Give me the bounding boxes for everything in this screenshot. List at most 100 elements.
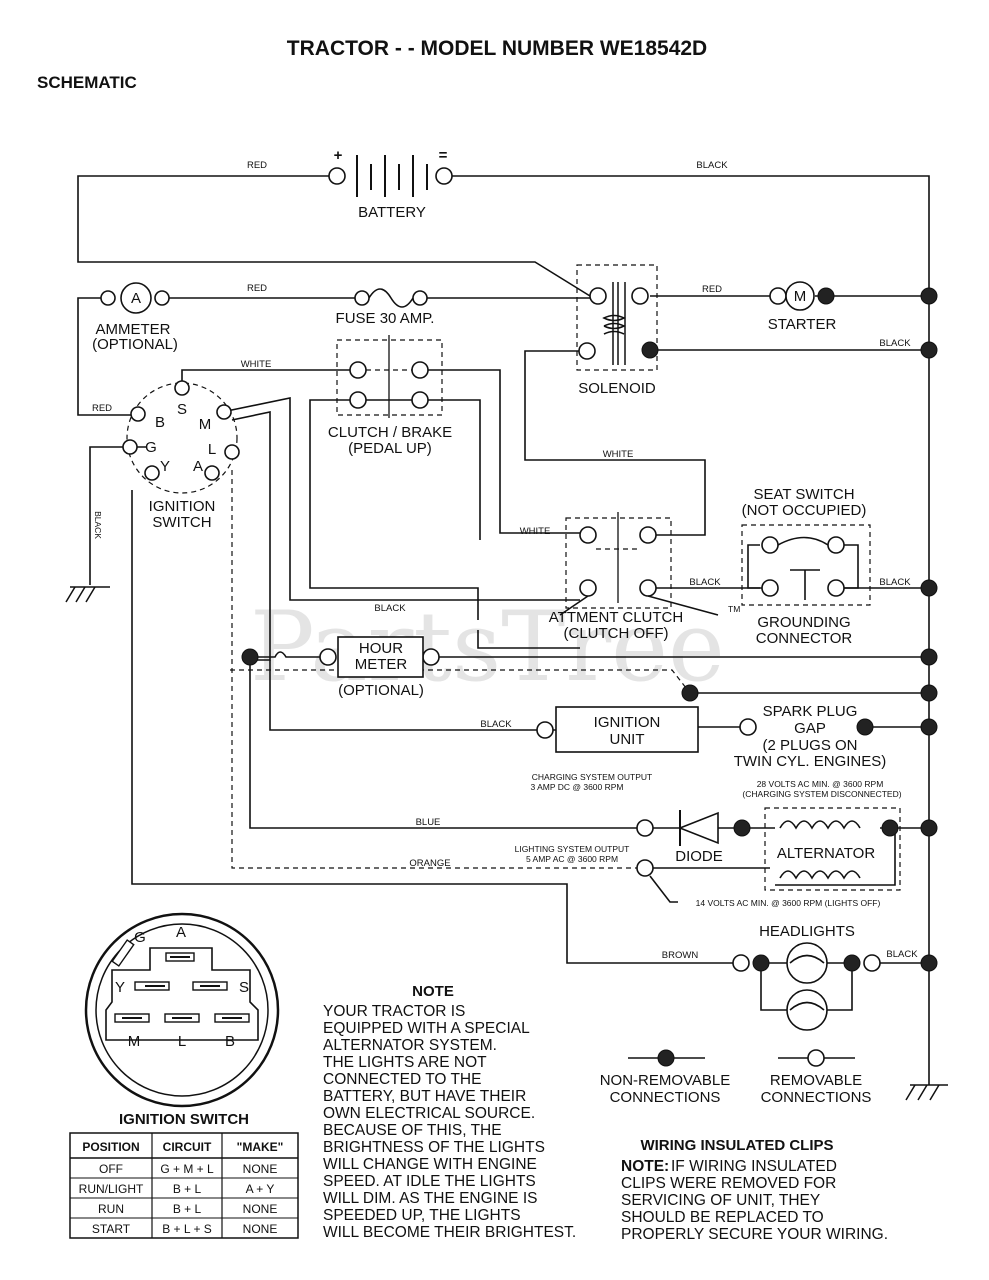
connections-legend: NON-REMOVABLE CONNECTIONS REMOVABLE CONN… bbox=[600, 1049, 872, 1106]
battery-label: BATTERY bbox=[358, 204, 426, 221]
wire-label-black-seat: BLACK bbox=[689, 577, 721, 588]
wire-label-white-switch: WHITE bbox=[241, 359, 272, 370]
watermark: PartsTree bbox=[250, 591, 725, 703]
note-line: OWN ELECTRICAL SOURCE. bbox=[323, 1105, 535, 1122]
ignition-switch-detail: G A Y S M L B IGNITION SWITCH bbox=[84, 912, 280, 1128]
note-line: SPEEDED UP, THE LIGHTS bbox=[323, 1207, 521, 1224]
lighting-output-terminal bbox=[636, 859, 654, 877]
table-cell: NONE bbox=[243, 1222, 278, 1236]
wire-label-red-battery: RED bbox=[247, 160, 267, 171]
battery-plus: + bbox=[334, 147, 343, 164]
note-line: THE LIGHTS ARE NOT bbox=[323, 1054, 487, 1071]
switch-terminal-m: M bbox=[199, 416, 212, 433]
detail-pin-a: A bbox=[176, 924, 186, 941]
wire-label-black-solenoid: BLACK bbox=[879, 338, 911, 349]
charging-volts-label: 28 VOLTS AC MIN. @ 3600 RPM bbox=[757, 779, 884, 789]
ignition-switch: B S M G L Y A IGNITION SWITCH bbox=[122, 380, 240, 531]
diode: DIODE bbox=[636, 810, 723, 865]
clutch-brake-switch: CLUTCH / BRAKE (PEDAL UP) bbox=[328, 335, 452, 457]
wire-label-black-attachment: BLACK bbox=[374, 603, 406, 614]
wire-label-black-ground-conn: BLACK bbox=[879, 577, 911, 588]
seat-switch-sub: (NOT OCCUPIED) bbox=[742, 502, 867, 519]
battery-minus: = bbox=[439, 147, 448, 164]
wiring-clips-line: SERVICING OF UNIT, THEY bbox=[621, 1192, 820, 1209]
wire-label-white-attachment: WHITE bbox=[520, 526, 551, 537]
fuse: FUSE 30 AMP. bbox=[336, 288, 434, 327]
note-line: ALTERNATOR SYSTEM. bbox=[323, 1037, 497, 1054]
wire-label-white-solenoid: WHITE bbox=[603, 449, 634, 460]
wire-label-red-ammeter: RED bbox=[247, 283, 267, 294]
table-cell: NONE bbox=[243, 1202, 278, 1216]
switch-terminal-s: S bbox=[177, 401, 187, 418]
note-line: BRIGHTNESS OF THE LIGHTS bbox=[323, 1139, 545, 1156]
note-block: NOTE YOUR TRACTOR IS EQUIPPED WITH A SPE… bbox=[323, 983, 576, 1241]
ignition-unit-label-2: UNIT bbox=[610, 731, 645, 748]
table-cell: OFF bbox=[99, 1162, 123, 1176]
switch-terminal-b: B bbox=[155, 414, 165, 431]
detail-pin-s: S bbox=[239, 979, 249, 996]
note-line: BATTERY, BUT HAVE THEIR bbox=[323, 1088, 526, 1105]
solenoid: SOLENOID bbox=[578, 282, 659, 397]
spark-plug-gap: GAP bbox=[794, 720, 826, 737]
alternator: ALTERNATOR bbox=[733, 819, 899, 880]
note-line: CONNECTED TO THE bbox=[323, 1071, 481, 1088]
ammeter-optional: (OPTIONAL) bbox=[92, 336, 178, 353]
ignition-switch-table: POSITION CIRCUIT "MAKE" OFF G + M + L NO… bbox=[69, 1132, 299, 1239]
attachment-clutch-switch: ATTMENT CLUTCH (CLUTCH OFF) bbox=[549, 512, 719, 642]
note-line: WILL BECOME THEIR BRIGHTEST. bbox=[323, 1224, 576, 1241]
starter-symbol: M bbox=[794, 288, 807, 305]
wire-label-black-battery: BLACK bbox=[696, 160, 728, 171]
seat-switch-label: SEAT SWITCH bbox=[753, 486, 854, 503]
alternator-enclosure bbox=[764, 807, 901, 891]
switch-terminal-l: L bbox=[208, 441, 216, 458]
wire-label-brown: BROWN bbox=[662, 950, 699, 961]
switch-terminal-y: Y bbox=[160, 458, 170, 475]
watermark-tm: TM bbox=[728, 604, 740, 614]
lighting-output-label: LIGHTING SYSTEM OUTPUT bbox=[515, 844, 630, 854]
page-subtitle: SCHEMATIC bbox=[37, 73, 137, 92]
headlights-label: HEADLIGHTS bbox=[759, 923, 855, 940]
table-cell: RUN/LIGHT bbox=[79, 1182, 144, 1196]
wiring-clips-note-label: NOTE: bbox=[621, 1158, 669, 1175]
ignition-unit-label: IGNITION bbox=[594, 714, 661, 731]
table-cell: NONE bbox=[243, 1162, 278, 1176]
ammeter: A AMMETER (OPTIONAL) bbox=[92, 282, 178, 353]
seat-switch-enclosure bbox=[741, 524, 871, 606]
detail-pin-b: B bbox=[225, 1033, 235, 1050]
ignition-unit: IGNITION UNIT bbox=[536, 706, 699, 753]
right-bus-connections bbox=[681, 287, 938, 972]
note-line: YOUR TRACTOR IS bbox=[323, 1003, 465, 1020]
diode-label: DIODE bbox=[675, 848, 723, 865]
wire-label-red-starter: RED bbox=[702, 284, 722, 295]
grounding-connector-sub: CONNECTOR bbox=[756, 630, 853, 647]
table-header-position: POSITION bbox=[82, 1140, 139, 1154]
headlights: HEADLIGHTS bbox=[732, 923, 881, 1031]
clutch-brake-sub: (PEDAL UP) bbox=[348, 440, 432, 457]
wire-label-blue: BLUE bbox=[416, 817, 441, 828]
attachment-clutch-sub: (CLUTCH OFF) bbox=[564, 625, 669, 642]
legend-removable-2: CONNECTIONS bbox=[761, 1089, 872, 1106]
lighting-output-value: 5 AMP AC @ 3600 RPM bbox=[526, 854, 618, 864]
table-cell: B + L bbox=[173, 1182, 202, 1196]
ground-symbol-right bbox=[905, 1084, 948, 1101]
wire-label-black-ground: BLACK bbox=[93, 511, 103, 539]
detail-pin-m: M bbox=[128, 1033, 141, 1050]
table-header-make: "MAKE" bbox=[237, 1140, 284, 1154]
legend-non-removable: NON-REMOVABLE bbox=[600, 1072, 731, 1089]
note-line: SPEED. AT IDLE THE LIGHTS bbox=[323, 1173, 536, 1190]
note-line: EQUIPPED WITH A SPECIAL bbox=[323, 1020, 530, 1037]
solenoid-enclosure bbox=[576, 264, 658, 371]
legend-removable: REMOVABLE bbox=[770, 1072, 862, 1089]
note-line: WILL CHANGE WITH ENGINE bbox=[323, 1156, 537, 1173]
ignition-switch-label-2: SWITCH bbox=[152, 514, 211, 531]
lights-volts-label: 14 VOLTS AC MIN. @ 3600 RPM (LIGHTS OFF) bbox=[696, 898, 881, 908]
switch-terminal-g: G bbox=[145, 439, 157, 456]
table-cell: B + L bbox=[173, 1202, 202, 1216]
wiring-clips-line: CLIPS WERE REMOVED FOR bbox=[621, 1175, 836, 1192]
wiring-clips-note: WIRING INSULATED CLIPS NOTE: IF WIRING I… bbox=[621, 1137, 888, 1243]
wiring-clips-line: SHOULD BE REPLACED TO bbox=[621, 1209, 824, 1226]
starter: M STARTER bbox=[768, 281, 836, 333]
solenoid-label: SOLENOID bbox=[578, 380, 656, 397]
wire-label-black-headlights: BLACK bbox=[886, 949, 918, 960]
